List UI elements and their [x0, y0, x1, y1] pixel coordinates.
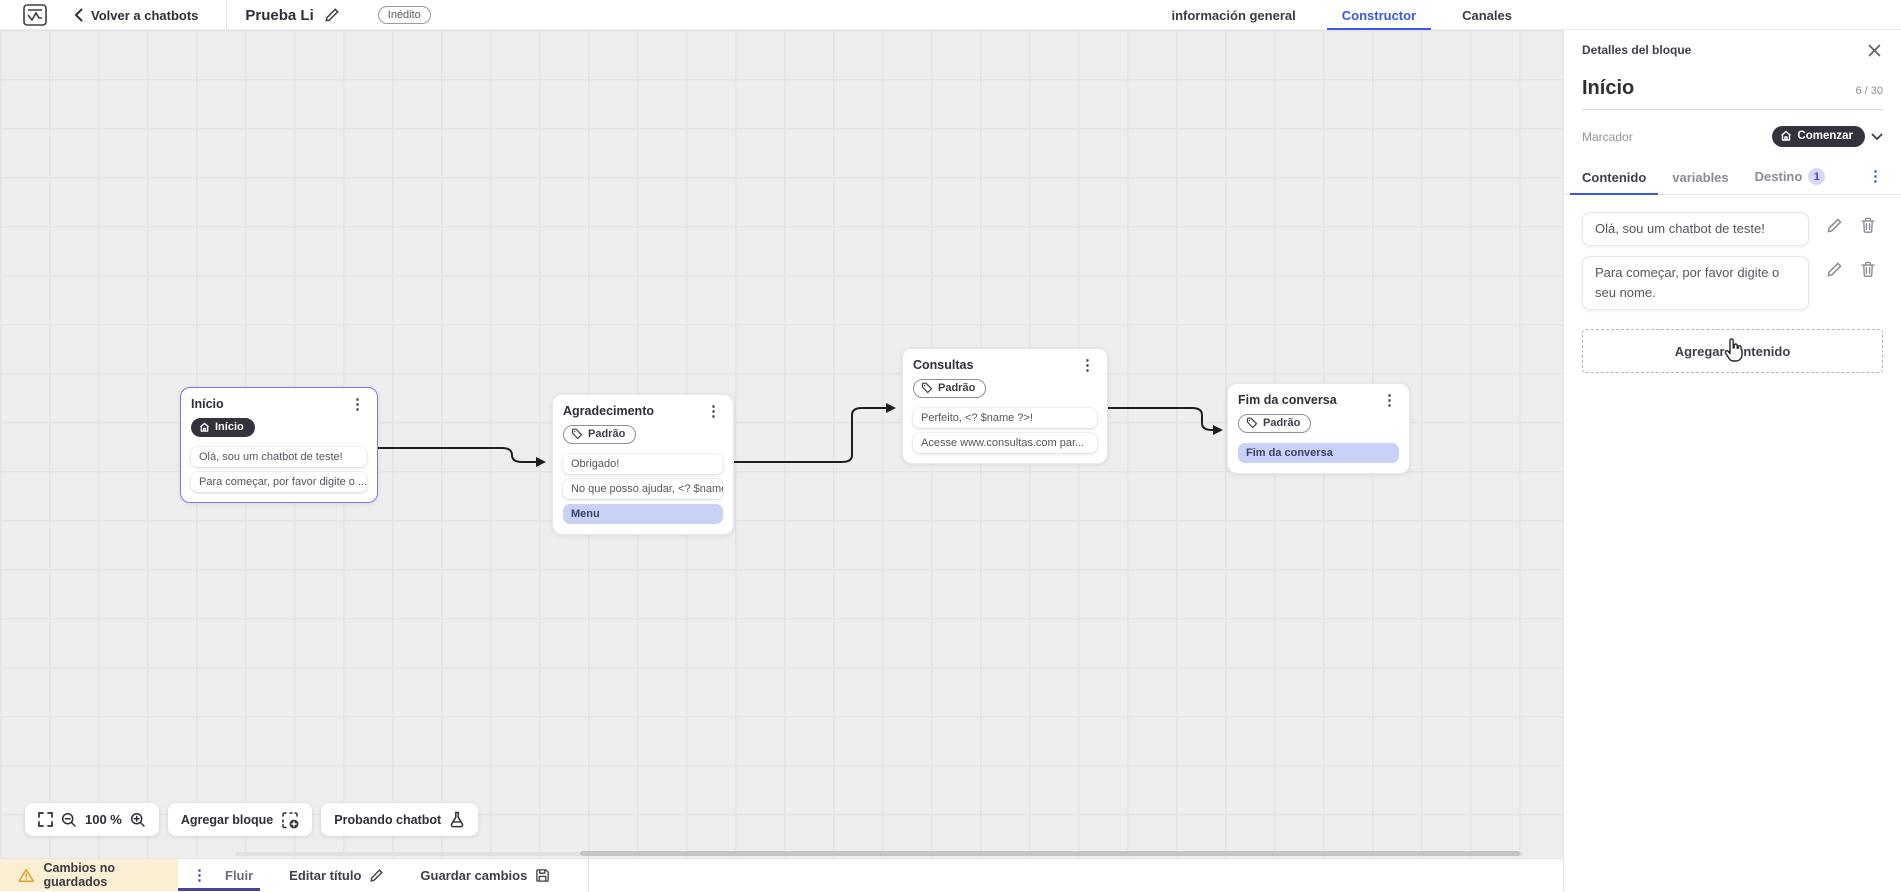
node-menu-row[interactable]: Menu — [563, 504, 723, 524]
content-list: Olá, sou um chatbot de teste! Para começ… — [1582, 212, 1883, 311]
node-content-row[interactable]: Olá, sou um chatbot de teste! — [191, 446, 367, 467]
node-menu-icon[interactable]: ⋮ — [1080, 357, 1095, 374]
node-fim-da-conversa[interactable]: Fim da conversa ⋮ Padrão Fim da conversa — [1227, 383, 1410, 474]
tag-icon — [1246, 417, 1258, 429]
divider — [226, 0, 228, 30]
node-title: Consultas — [913, 358, 974, 372]
flow-title: Prueba Li — [245, 6, 314, 24]
content-item: Olá, sou um chatbot de teste! — [1582, 212, 1883, 247]
node-content-row[interactable]: Para começar, por favor digite o ... — [191, 471, 367, 492]
edit-content-icon[interactable] — [1826, 261, 1843, 278]
add-block-button[interactable]: Agregar bloque — [167, 803, 313, 836]
node-menu-icon[interactable]: ⋮ — [350, 396, 365, 413]
add-block-icon — [282, 811, 299, 828]
node-content-row[interactable]: Perfeito, <? $name ?>! — [913, 408, 1097, 428]
active-flow-tab-underline — [178, 888, 260, 891]
test-chatbot-button[interactable]: Probando chatbot — [321, 803, 479, 836]
node-consultas[interactable]: Consultas ⋮ Padrão Perfeito, <? $name ?>… — [902, 348, 1108, 464]
panel-tabs-menu-icon[interactable]: ⋮ — [1868, 168, 1883, 185]
status-badge: Inédito — [377, 6, 431, 24]
node-title: Fim da conversa — [1238, 393, 1337, 407]
tag-icon — [921, 382, 933, 394]
canvas-controls: 100 % Agregar bloque Probando chatbot — [25, 803, 479, 836]
app-logo-icon — [23, 4, 47, 26]
node-menu-icon[interactable]: ⋮ — [1382, 392, 1397, 409]
node-badge-start: Início — [191, 418, 255, 437]
node-content-row[interactable]: Obrigado! — [563, 454, 723, 474]
back-to-chatbots-button[interactable]: Volver a chatbots — [74, 8, 198, 23]
flask-icon — [450, 811, 464, 828]
close-panel-icon[interactable] — [1868, 44, 1881, 57]
delete-content-icon[interactable] — [1860, 217, 1876, 234]
node-content-row[interactable]: No que posso ajudar, <? $name ... — [563, 479, 723, 499]
flow-tab-menu-icon[interactable]: ⋮ — [192, 867, 207, 884]
fullscreen-icon[interactable] — [38, 812, 53, 827]
warning-icon — [18, 868, 35, 882]
marker-value-pill: Comenzar — [1772, 126, 1865, 147]
content-text-field[interactable]: Para começar, por favor digite o seu nom… — [1582, 256, 1809, 311]
content-text-field[interactable]: Olá, sou um chatbot de teste! — [1582, 212, 1809, 247]
destino-count-badge: 1 — [1808, 168, 1826, 185]
chevron-left-icon — [74, 8, 83, 22]
tab-fluir[interactable]: Fluir — [225, 867, 254, 883]
edit-content-icon[interactable] — [1826, 217, 1843, 234]
node-title: Agradecimento — [563, 404, 654, 418]
edit-title-button[interactable]: Editar título — [289, 868, 384, 883]
chevron-down-icon — [1871, 133, 1883, 140]
node-title: Início — [191, 397, 224, 411]
tab-constructor[interactable]: Constructor — [1319, 0, 1439, 30]
block-details-panel: Detalles del bloque Início 6 / 30 Marcad… — [1563, 30, 1901, 891]
node-end-row[interactable]: Fim da conversa — [1238, 443, 1399, 463]
add-content-button[interactable]: Agregar contenido — [1582, 329, 1883, 374]
bottom-bar: Cambios no guardados ⋮ Fluir Editar títu… — [0, 858, 1563, 892]
node-menu-icon[interactable]: ⋮ — [706, 403, 721, 420]
char-counter: 6 / 30 — [1855, 85, 1883, 97]
zoom-level: 100 % — [85, 812, 122, 827]
divider — [588, 858, 590, 892]
block-name-input[interactable]: Início — [1582, 77, 1635, 99]
home-icon — [199, 422, 210, 432]
tab-canales[interactable]: Canales — [1462, 7, 1512, 23]
node-inicio[interactable]: Início ⋮ Início Olá, sou um chatbot de t… — [180, 387, 378, 503]
node-badge-default: Padrão — [913, 379, 987, 398]
pencil-icon — [370, 868, 384, 882]
node-content-row[interactable]: Acesse www.consultas.com par... — [913, 433, 1097, 453]
marker-select[interactable]: Comenzar — [1772, 126, 1883, 147]
edit-title-icon[interactable] — [324, 7, 340, 23]
top-bar: Volver a chatbots Prueba Li Inédito info… — [0, 0, 1901, 30]
node-badge-default: Padrão — [563, 425, 637, 444]
delete-content-icon[interactable] — [1860, 261, 1876, 278]
tab-contenido[interactable]: Contenido — [1569, 170, 1659, 195]
node-badge-default: Padrão — [1238, 414, 1312, 433]
zoom-in-icon[interactable] — [130, 812, 146, 828]
panel-title: Detalles del bloque — [1582, 43, 1692, 57]
tag-icon — [571, 428, 583, 440]
zoom-out-icon[interactable] — [61, 812, 77, 828]
node-agradecimento[interactable]: Agradecimento ⋮ Padrão Obrigado! No que … — [552, 394, 734, 535]
home-icon — [1781, 130, 1792, 141]
main-tabs: información general Constructor Canales — [1148, 0, 1563, 30]
save-changes-button[interactable]: Guardar cambios — [420, 868, 550, 883]
back-label: Volver a chatbots — [91, 7, 199, 23]
canvas-hscrollbar-thumb[interactable] — [580, 851, 1520, 856]
save-icon — [536, 868, 550, 882]
marker-label: Marcador — [1582, 129, 1633, 144]
content-item: Para começar, por favor digite o seu nom… — [1582, 256, 1883, 311]
flow-canvas[interactable] — [0, 30, 1563, 858]
tab-variables[interactable]: variables — [1672, 170, 1729, 185]
zoom-controls: 100 % — [25, 803, 159, 836]
unsaved-changes-chip: Cambios no guardados — [0, 859, 178, 891]
tab-informacion-general[interactable]: información general — [1171, 7, 1296, 23]
